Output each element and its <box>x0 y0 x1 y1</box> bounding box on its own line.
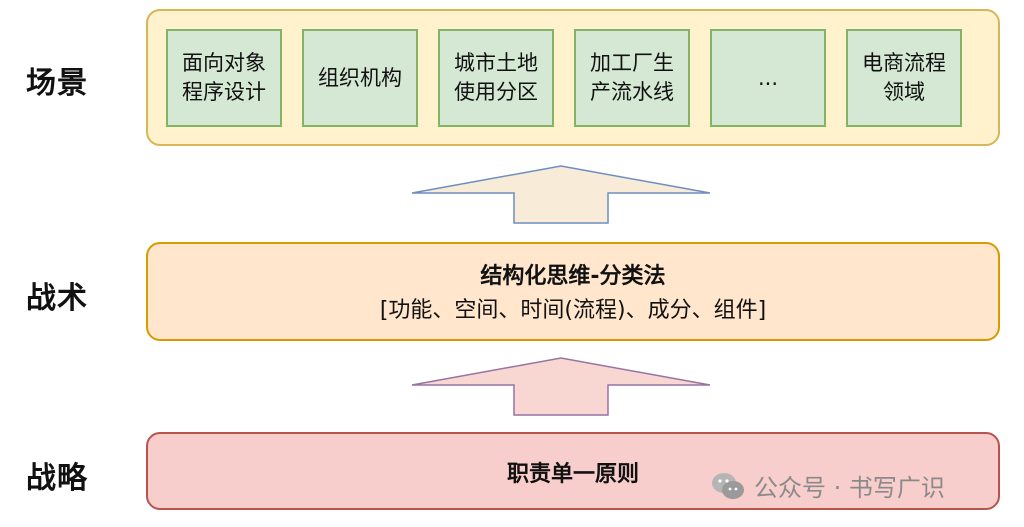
scene-layer-label: 场景 <box>26 66 88 101</box>
strategy-panel: 职责单一原则 <box>146 432 1000 510</box>
tactic-subtitle: [功能、空间、时间(流程)、成分、组件] <box>379 298 767 323</box>
watermark: 公众号 · 书写广识 <box>710 468 945 503</box>
tactic-panel: 结构化思维-分类法 [功能、空间、时间(流程)、成分、组件] <box>146 242 1000 341</box>
scene-box-oop: 面向对象程序设计 <box>166 29 282 127</box>
scene-box-ecommerce: 电商流程领域 <box>846 29 962 127</box>
watermark-text: 公众号 · 书写广识 <box>754 474 945 502</box>
tactic-title: 结构化思维-分类法 <box>480 264 666 289</box>
tactic-layer-label: 战术 <box>26 281 88 316</box>
scene-box-production-line: 加工厂生产流水线 <box>574 29 690 127</box>
scene-panel: 面向对象程序设计 组织机构 城市土地使用分区 加工厂生产流水线 ... 电商流程… <box>146 9 1000 146</box>
up-arrow-top <box>411 165 711 224</box>
strategy-title: 职责单一原则 <box>506 462 639 487</box>
scene-box-organization: 组织机构 <box>302 29 418 127</box>
wechat-icon <box>712 472 744 499</box>
scene-box-land-zoning: 城市土地使用分区 <box>438 29 554 127</box>
strategy-layer-label: 战略 <box>26 461 88 496</box>
scene-box-ellipsis: ... <box>710 29 826 127</box>
up-arrow-bottom <box>411 357 711 416</box>
